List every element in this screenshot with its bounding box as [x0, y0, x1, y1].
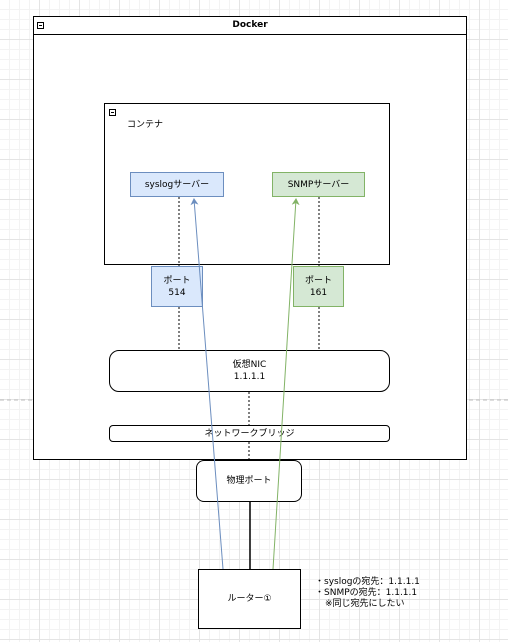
- network-bridge[interactable]: ネットワークブリッジ: [109, 425, 390, 442]
- port-514-number: 514: [168, 287, 186, 298]
- network-bridge-label: ネットワークブリッジ: [204, 428, 295, 439]
- port-161-label: ポート: [304, 275, 332, 286]
- note-line-snmp: ・SNMPの宛先：1.1.1.1: [315, 588, 418, 598]
- destination-note: ・syslogの宛先：1.1.1.1 ・SNMPの宛先：1.1.1.1 ※同じ宛…: [315, 577, 420, 610]
- port-161[interactable]: ポート 161: [293, 266, 344, 307]
- virtual-nic-ip: 1.1.1.1: [233, 372, 266, 382]
- port-161-number: 161: [309, 287, 328, 298]
- virtual-nic-label: 仮想NIC: [232, 360, 267, 370]
- snmp-flow-arrow: [272, 198, 300, 570]
- syslog-server[interactable]: syslogサーバー: [130, 172, 224, 197]
- physical-port[interactable]: 物理ポート: [196, 460, 302, 502]
- syslog-server-label: syslogサーバー: [144, 179, 210, 190]
- port-514-label: ポート: [163, 275, 191, 286]
- physical-port-label: 物理ポート: [226, 476, 272, 486]
- snmp-server-label: SNMPサーバー: [287, 179, 350, 190]
- note-line-remark: ※同じ宛先にしたい: [325, 599, 405, 609]
- note-line-syslog: ・syslogの宛先：1.1.1.1: [315, 577, 420, 587]
- port-514[interactable]: ポート 514: [151, 266, 203, 307]
- syslog-flow-arrow: [190, 198, 224, 570]
- router[interactable]: ルーター①: [198, 569, 301, 629]
- collapse-icon[interactable]: [37, 22, 44, 29]
- snmp-server[interactable]: SNMPサーバー: [272, 172, 365, 197]
- collapse-icon[interactable]: [109, 109, 116, 116]
- router-label: ルーター①: [227, 594, 272, 604]
- virtual-nic[interactable]: 仮想NIC 1.1.1.1: [109, 350, 390, 392]
- container-title: コンテナ: [127, 120, 164, 130]
- docker-title: Docker: [232, 20, 268, 30]
